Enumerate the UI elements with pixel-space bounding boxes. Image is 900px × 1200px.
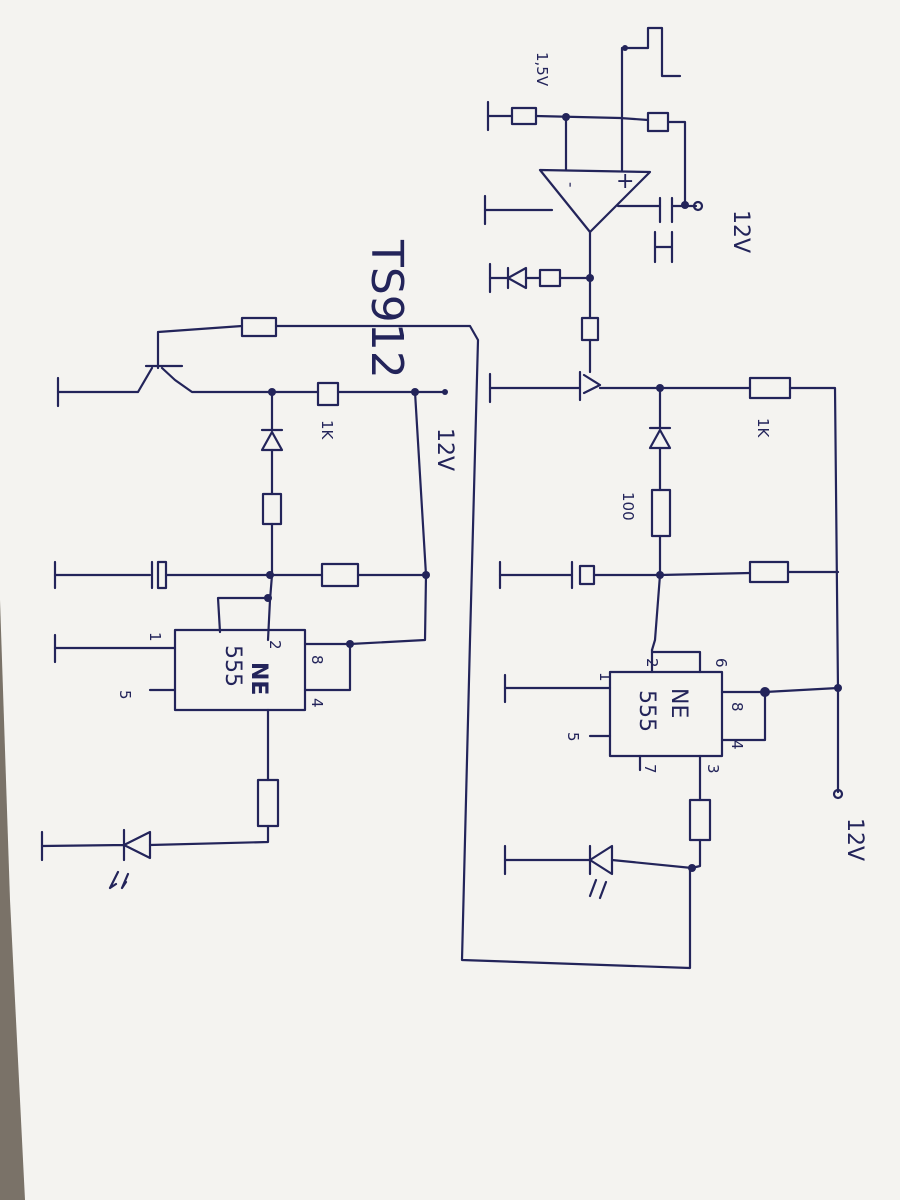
- left-cap-plate-2: [156, 560, 168, 590]
- left-pin5-label: 5: [116, 690, 134, 700]
- right-pin6-label: 6: [712, 658, 730, 668]
- left-resistor-1k: [316, 381, 340, 407]
- right-100-label: 100: [619, 492, 637, 521]
- right-opamp-inputs: [564, 46, 624, 172]
- right-chip-555: 555: [634, 690, 659, 732]
- left-12v-terminal: [442, 389, 448, 395]
- right-pin1-label: 1: [596, 672, 614, 682]
- right-vertical-chain: [650, 386, 662, 652]
- left-output-wire: [148, 708, 270, 847]
- left-node-cap: [266, 571, 274, 579]
- right-opamp-plus: +: [616, 169, 634, 194]
- left-circuit: 1K 12V NE 555 1 2 5 8 4: [40, 316, 692, 970]
- right-ne555-chip: [608, 670, 724, 758]
- left-pin4-label: 4: [308, 698, 326, 708]
- left-node-12v: [411, 388, 419, 396]
- right-resistor-100: [650, 488, 672, 538]
- right-resistor-cap: [748, 560, 790, 584]
- right-node-output: [688, 864, 696, 872]
- left-output-resistor: [256, 778, 280, 828]
- right-opamp-12v-label: 12V: [728, 210, 753, 253]
- left-resistor-cap: [320, 562, 360, 588]
- right-led: [503, 844, 614, 876]
- left-switch: [144, 324, 244, 370]
- left-pin8-label: 8: [308, 655, 326, 665]
- right-base-resistor: [580, 316, 600, 342]
- right-pin7-label: 7: [641, 764, 659, 774]
- right-12v-label: 12V: [842, 818, 867, 861]
- left-12v-rail: [348, 390, 428, 646]
- right-output-resistor: [688, 798, 712, 842]
- right-supply-terminal: [692, 200, 704, 212]
- right-transistor: [488, 370, 602, 402]
- left-12v-label: 12V: [432, 428, 457, 471]
- right-diode: [648, 426, 672, 450]
- pulse-terminal: [622, 45, 628, 51]
- right-circuit: 1,5V - + 12V 1K: [483, 26, 867, 900]
- right-ref-resistor: [510, 106, 538, 126]
- left-vertical-chain: [266, 390, 274, 642]
- left-trigger-wire: [216, 596, 270, 634]
- left-chip-ne: NE: [246, 662, 271, 695]
- left-chip-555: 555: [220, 645, 245, 687]
- pulse-symbol: [623, 26, 682, 78]
- right-opamp: [538, 168, 652, 234]
- left-top-rail: [56, 366, 447, 394]
- right-small-led: [506, 266, 528, 290]
- left-1k-label: 1K: [318, 420, 336, 441]
- left-pin8-pin4-wire: [303, 642, 352, 692]
- left-diode: [260, 428, 284, 452]
- right-node-supply: [681, 201, 689, 209]
- left-pin2-label: 2: [266, 640, 284, 650]
- right-pin5-label: 5: [564, 732, 582, 742]
- title-label: TS912: [361, 239, 412, 379]
- right-pin2-pin6: [650, 648, 702, 674]
- right-opamp-minus: -: [562, 182, 580, 187]
- right-node-cap: [656, 571, 664, 579]
- right-node-supply-rail: [834, 684, 842, 692]
- left-node-pin8: [346, 640, 354, 648]
- right-pin3-label: 3: [704, 764, 722, 774]
- left-pin1-label: 1: [146, 632, 164, 642]
- right-pin2-label: 2: [643, 658, 661, 668]
- right-ref-resistor-2: [646, 111, 670, 133]
- left-led-arrows: [108, 870, 130, 890]
- right-led-resistor: [538, 268, 562, 288]
- left-led: [40, 828, 152, 862]
- right-pin8-pin4: [720, 686, 840, 742]
- right-ref-label: 1,5V: [533, 52, 551, 87]
- right-decoupling-cap: [653, 196, 674, 264]
- left-ne555-chip: [173, 628, 307, 712]
- right-pin8-label: 8: [728, 702, 746, 712]
- right-cap-plate-2: [578, 564, 596, 586]
- left-node-cap-12v: [422, 571, 430, 579]
- right-resistor-1k: [748, 376, 792, 400]
- left-resistor-mid: [261, 492, 283, 526]
- right-output-wire: [610, 754, 702, 870]
- right-led-arrows: [588, 878, 608, 900]
- right-12v-terminal: [832, 788, 844, 800]
- left-feedback-wire: [274, 324, 692, 970]
- right-1k-label: 1K: [754, 418, 772, 439]
- right-pin4-label: 4: [728, 740, 746, 750]
- left-node-diode-top: [268, 388, 276, 396]
- right-chip-ne: NE: [666, 688, 691, 718]
- right-node-pin8: [760, 687, 770, 697]
